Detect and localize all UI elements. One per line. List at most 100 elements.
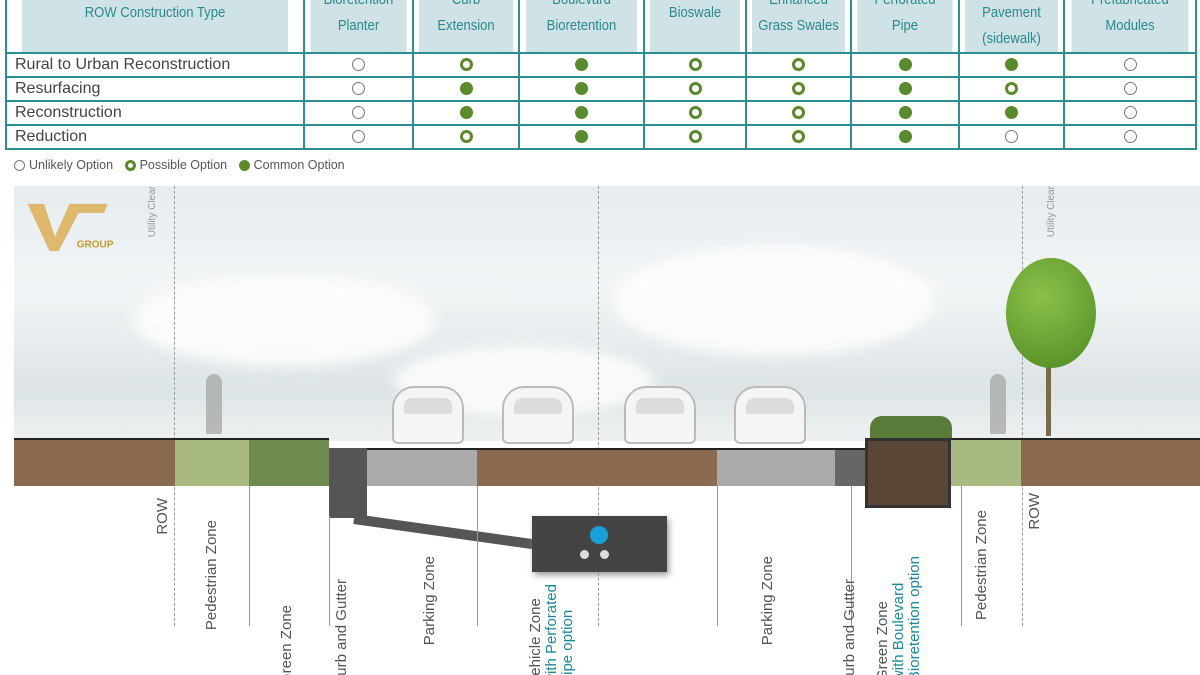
- legend-possible: Possible Option: [139, 158, 228, 172]
- unlikely-option-icon: [352, 106, 365, 120]
- possible-option-icon: [792, 82, 805, 96]
- option-cell: [518, 52, 645, 78]
- curb-right: [835, 448, 865, 486]
- label-parking-zone-left: Parking Zone: [421, 555, 438, 645]
- common-option-icon: [575, 106, 588, 120]
- option-cell: [850, 52, 960, 78]
- legend: Unlikely Option Possible Option Common O…: [14, 158, 345, 172]
- zone-divider: [851, 486, 852, 626]
- option-cell: [850, 100, 960, 126]
- header-text: Curb: [451, 0, 481, 8]
- parking-right-ground: [717, 448, 835, 486]
- parking-left-ground: [367, 448, 477, 486]
- label-curb-gutter-left: Curb and Gutter: [333, 579, 350, 675]
- option-cell: [303, 52, 414, 78]
- option-cell: [958, 100, 1065, 126]
- option-cell: [958, 124, 1065, 150]
- option-cell: [518, 124, 645, 150]
- label-vehicle-zone-text: Vehicle Zone: [527, 598, 544, 675]
- option-cell: [303, 100, 414, 126]
- pedestrian-zone-left-ground: [175, 438, 249, 486]
- unlikely-option-icon: [14, 159, 25, 171]
- unlikely-option-icon: [352, 130, 365, 144]
- header-col-6: PermeablePavement(sidewalk): [963, 0, 1060, 54]
- soil-right: [1021, 438, 1200, 486]
- option-cell: [303, 76, 414, 102]
- option-cell: [412, 76, 520, 102]
- option-cell: [643, 76, 747, 102]
- car: [392, 386, 464, 444]
- option-cell: [850, 124, 960, 150]
- common-option-icon: [898, 130, 912, 144]
- green-zone-left-ground: [249, 438, 329, 486]
- header-text: Boulevard: [552, 0, 611, 8]
- possible-option-icon: [792, 106, 805, 120]
- row-label: Reconstruction: [5, 100, 305, 126]
- header-text: Extension: [437, 18, 495, 34]
- option-cell: [643, 100, 747, 126]
- curb-left: [329, 448, 367, 518]
- common-option-icon: [1005, 106, 1018, 120]
- option-cell: [745, 76, 852, 102]
- possible-option-icon: [124, 159, 136, 171]
- header-text: Pavement: [982, 5, 1041, 21]
- common-option-icon: [459, 106, 473, 120]
- header-text: Bioretention: [323, 0, 394, 8]
- unlikely-option-icon: [1123, 130, 1137, 144]
- option-cell: [1063, 100, 1197, 126]
- possible-option-icon: [688, 130, 702, 144]
- svg-text:GROUP: GROUP: [77, 240, 114, 251]
- header-text: Planter: [337, 18, 380, 34]
- option-cell: [958, 52, 1065, 78]
- legend-unlikely: Unlikely Option: [29, 158, 114, 172]
- row-line-right: [1022, 186, 1023, 626]
- perforated-pipe-trench: [532, 516, 667, 572]
- zone-divider: [961, 486, 962, 626]
- header-text: Prefabricated: [1091, 0, 1169, 8]
- unlikely-option-icon: [1005, 130, 1018, 144]
- header-text: Bioswale: [668, 5, 722, 21]
- cloud: [134, 276, 434, 366]
- water-drop-icon: [590, 526, 608, 544]
- label-green-option-2: Bioretention option: [906, 555, 923, 675]
- option-cell: [1063, 76, 1197, 102]
- row-label: Rural to Urban Reconstruction: [5, 52, 305, 78]
- pedestrian-figure: [206, 374, 222, 434]
- option-cell: [643, 52, 747, 78]
- header-text: Perforated: [874, 0, 936, 8]
- centerline: [598, 186, 599, 626]
- label-pedestrian-zone-right: Pedestrian Zone: [973, 509, 990, 620]
- label-green-zone-left: Green Zone: [278, 604, 295, 675]
- possible-option-icon: [1005, 82, 1018, 96]
- common-option-icon: [898, 82, 912, 96]
- table-row: Reconstruction: [5, 100, 1197, 126]
- boulevard-bioretention: [865, 438, 951, 508]
- option-cell: [745, 52, 852, 78]
- possible-option-icon: [688, 106, 702, 120]
- perforated-pipe-connector: [353, 514, 553, 552]
- table-row: Reduction: [5, 124, 1197, 150]
- tree-icon: [1046, 306, 1051, 436]
- label-pedestrian-zone-left: Pedestrian Zone: [203, 519, 220, 630]
- pipe-icon: [600, 550, 609, 559]
- pedestrian-zone-right-ground: [951, 438, 1021, 486]
- zone-divider: [329, 516, 330, 626]
- option-cell: [1063, 124, 1197, 150]
- header-row-construction-type: ROW Construction Type: [20, 0, 290, 54]
- car: [624, 386, 696, 444]
- option-cell: [303, 124, 414, 150]
- option-cell: [745, 124, 852, 150]
- utility-clear-right: Utility Clear: [1046, 186, 1057, 238]
- option-cell: [1063, 52, 1197, 78]
- header-text: (sidewalk): [982, 31, 1041, 47]
- common-option-icon: [898, 58, 912, 72]
